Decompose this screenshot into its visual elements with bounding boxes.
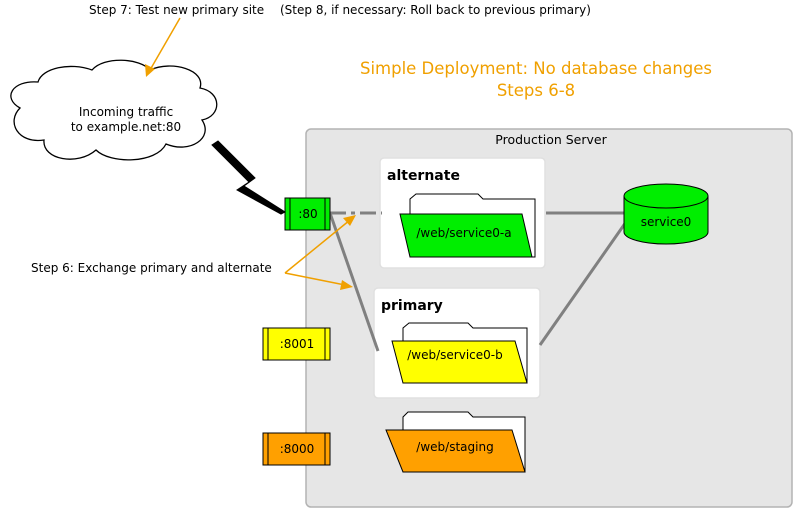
alternate-label: alternate	[387, 168, 460, 184]
step8-label: (Step 8, if necessary: Roll back to prev…	[280, 3, 591, 17]
folder-alternate: /web/service0-a	[399, 193, 536, 258]
step6-arrows	[284, 215, 356, 290]
cloud-line2: to example.net:80	[71, 120, 181, 134]
port-80: :80	[284, 197, 331, 231]
folder-staging: /web/staging	[385, 411, 526, 473]
diagram-title-line1: Simple Deployment: No database changes	[360, 59, 712, 78]
port-8000-label: :8000	[280, 442, 315, 456]
folder-alternate-label: /web/service0-a	[416, 226, 511, 240]
port-8001: :8001	[262, 327, 331, 361]
database-label: service0	[641, 215, 692, 229]
folder-staging-label: /web/staging	[416, 440, 493, 454]
cloud-shape	[10, 59, 218, 161]
primary-label: primary	[381, 298, 443, 314]
port-8001-label: :8001	[280, 337, 315, 351]
folder-primary: /web/service0-b	[391, 322, 528, 384]
connector-port80-to-primary	[328, 212, 380, 352]
lightning-bolt-icon	[211, 140, 287, 215]
connector-primary-to-db	[538, 221, 628, 346]
cloud-line1: Incoming traffic	[79, 105, 173, 119]
port-80-label: :80	[298, 207, 317, 221]
connectors	[328, 211, 628, 352]
database-cylinder: service0	[623, 183, 709, 245]
step7-arrow	[145, 17, 181, 77]
folder-primary-label: /web/service0-b	[407, 348, 502, 362]
step7-label: Step 7: Test new primary site	[89, 3, 264, 17]
port-8000: :8000	[262, 432, 331, 466]
production-server-label: Production Server	[495, 132, 607, 147]
step6-label: Step 6: Exchange primary and alternate	[31, 261, 272, 275]
diagram-title-line2: Steps 6-8	[497, 81, 575, 100]
